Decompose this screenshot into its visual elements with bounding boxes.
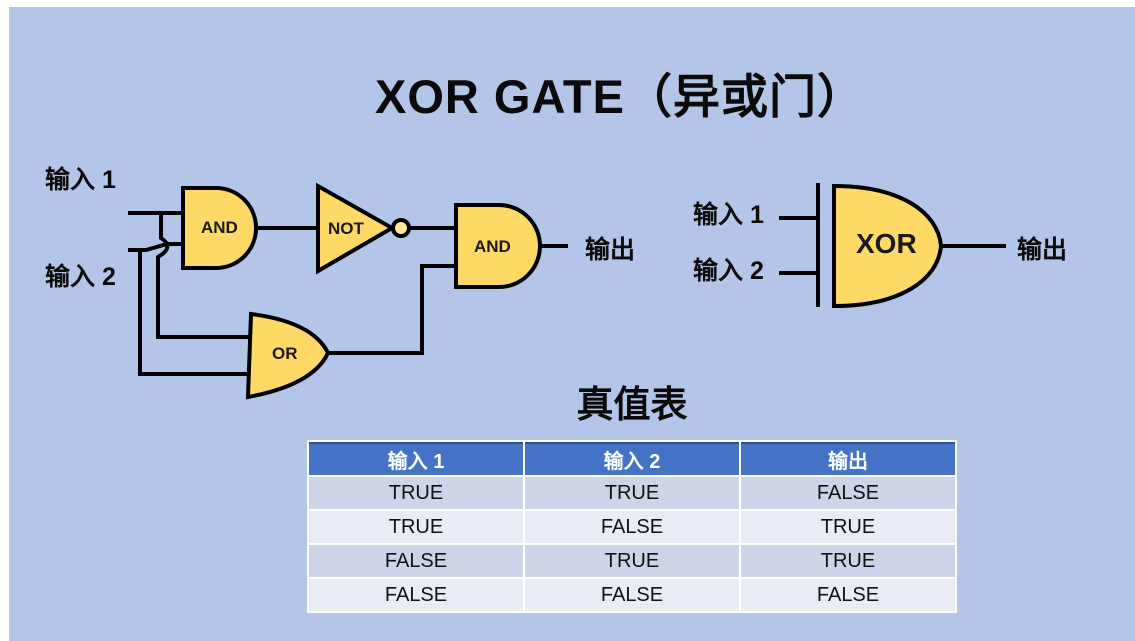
input2-branch-to-or-wire	[138, 250, 252, 376]
truth-table-title: 真值表	[576, 384, 688, 425]
and-gate-1-icon	[181, 186, 258, 270]
truth-table-cell: TRUE	[741, 545, 955, 577]
truth-table-cell: FALSE	[525, 511, 739, 543]
truth-table-cell: TRUE	[741, 511, 955, 543]
and1-gate-label: AND	[201, 218, 238, 237]
or-gate-icon	[245, 311, 331, 400]
circuit-input2-label: 输入 2	[45, 263, 116, 291]
xor-output-label: 输出	[1017, 236, 1068, 264]
truth-table-cell: TRUE	[525, 477, 739, 509]
truth-table: 输入 1 输入 2 输出 TRUE TRUE FALSE TRUE FALSE …	[307, 440, 957, 613]
and-gate-2-icon	[454, 203, 542, 289]
xor-gate-label: XOR	[856, 228, 917, 259]
not-gate-label: NOT	[328, 219, 364, 238]
truth-table-cell: TRUE	[309, 477, 523, 509]
truth-table-cell: TRUE	[309, 511, 523, 543]
truth-table-header-input2: 输入 2	[525, 442, 739, 475]
circuit-input1-label: 输入 1	[45, 166, 116, 194]
xor-input1-label: 输入 1	[693, 201, 764, 229]
truth-table-cell: FALSE	[741, 579, 955, 611]
or-gate-label: OR	[272, 344, 298, 363]
truth-table-cell: FALSE	[741, 477, 955, 509]
truth-table-cell: FALSE	[309, 579, 523, 611]
truth-table-cell: FALSE	[525, 579, 739, 611]
xor-input2-label: 输入 2	[693, 257, 764, 285]
xor-gate-icon	[832, 183, 944, 309]
input1-branch-to-or-wire	[156, 213, 252, 339]
not-gate-icon	[316, 182, 397, 275]
circuit-output-label: 输出	[585, 236, 636, 264]
or-to-and2-wire	[328, 264, 456, 355]
truth-table-header-output: 输出	[741, 442, 955, 475]
not-bubble-icon	[391, 218, 411, 238]
and2-gate-label: AND	[474, 237, 511, 256]
page-title: XOR GATE（异或门）	[375, 70, 865, 123]
input2-wire	[128, 242, 183, 252]
truth-table-header-input1: 输入 1	[309, 442, 523, 475]
truth-table-cell: TRUE	[525, 545, 739, 577]
truth-table-cell: FALSE	[309, 545, 523, 577]
